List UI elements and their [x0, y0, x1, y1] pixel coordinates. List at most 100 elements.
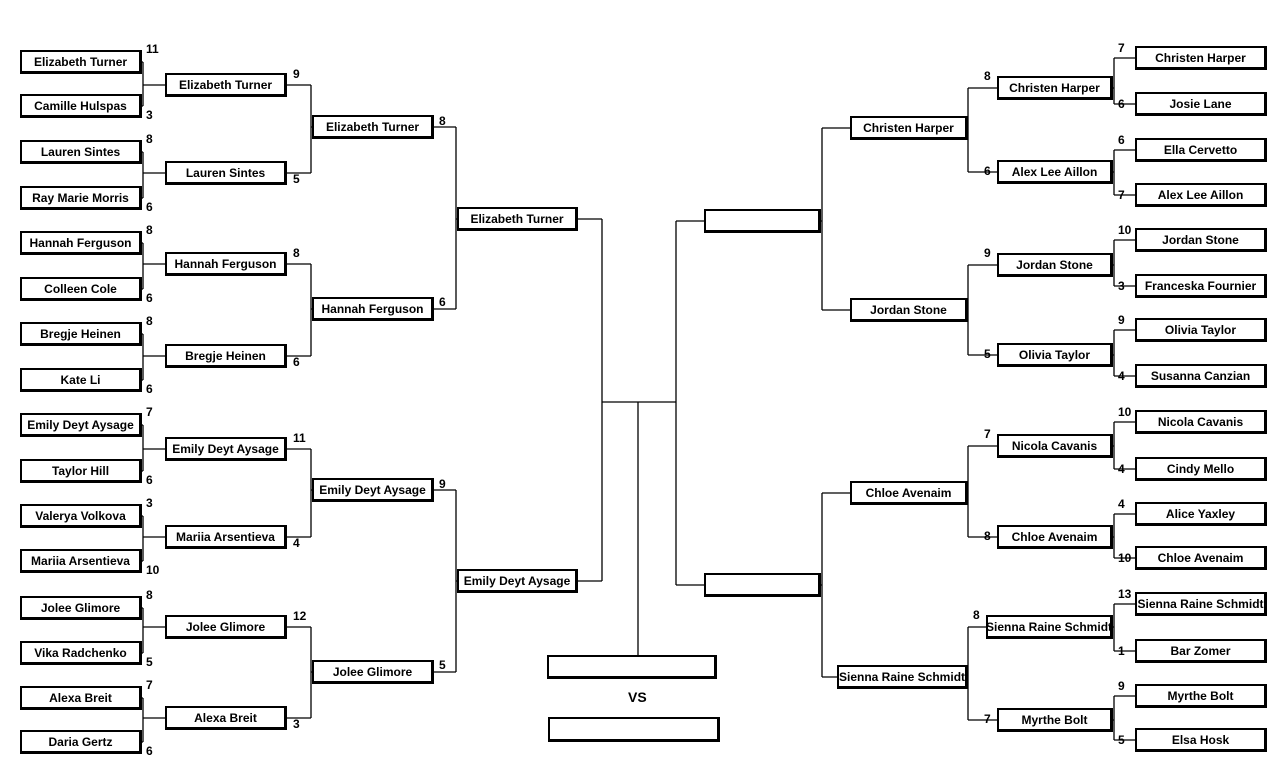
score-label: 10 — [146, 563, 160, 577]
round2-box: Jordan Stone — [997, 253, 1113, 277]
score-label: 9 — [293, 67, 300, 81]
round3-box: Elizabeth Turner — [312, 115, 434, 139]
entrant-box: Alice Yaxley — [1135, 502, 1267, 526]
round2-box: Jolee Glimore — [165, 615, 287, 639]
semifinal-box: Emily Deyt Aysage — [457, 569, 578, 593]
score-label: 8 — [293, 246, 300, 260]
score-label: 12 — [293, 609, 307, 623]
score-label: 4 — [1118, 497, 1125, 511]
entrant-box: Hannah Ferguson — [20, 231, 142, 255]
entrant-box: Lauren Sintes — [20, 140, 142, 164]
score-label: 8 — [146, 588, 153, 602]
entrant-box: Bregje Heinen — [20, 322, 142, 346]
score-label: 9 — [439, 477, 446, 491]
vs-label: VS — [628, 689, 647, 705]
entrant-box: Vika Radchenko — [20, 641, 142, 665]
entrant-box: Nicola Cavanis — [1135, 410, 1267, 434]
entrant-box: Chloe Avenaim — [1135, 546, 1267, 570]
round3-box: Chloe Avenaim — [850, 481, 968, 505]
round2-box: Myrthe Bolt — [997, 708, 1113, 732]
score-label: 8 — [439, 114, 446, 128]
semifinal-box — [704, 209, 821, 233]
score-label: 7 — [1118, 188, 1125, 202]
score-label: 5 — [146, 655, 153, 669]
round3-box: Sienna Raine Schmidt — [837, 665, 968, 689]
score-label: 6 — [984, 164, 991, 178]
entrant-box: Valerya Volkova — [20, 504, 142, 528]
final-top-box — [547, 655, 717, 679]
entrant-box: Alexa Breit — [20, 686, 142, 710]
round2-box: Emily Deyt Aysage — [165, 437, 287, 461]
entrant-box: Sienna Raine Schmidt — [1135, 592, 1267, 616]
score-label: 9 — [1118, 313, 1125, 327]
round2-box: Chloe Avenaim — [997, 525, 1113, 549]
semifinal-box: Elizabeth Turner — [457, 207, 578, 231]
score-label: 11 — [146, 42, 159, 56]
entrant-box: Elizabeth Turner — [20, 50, 142, 74]
round3-box: Christen Harper — [850, 116, 968, 140]
score-label: 5 — [1118, 733, 1125, 747]
score-label: 8 — [973, 608, 980, 622]
entrant-box: Cindy Mello — [1135, 457, 1267, 481]
entrant-box: Emily Deyt Aysage — [20, 413, 142, 437]
entrant-box: Taylor Hill — [20, 459, 142, 483]
score-label: 4 — [1118, 369, 1125, 383]
entrant-box: Colleen Cole — [20, 277, 142, 301]
entrant-box: Susanna Canzian — [1135, 364, 1267, 388]
semifinal-box — [704, 573, 821, 597]
score-label: 6 — [293, 355, 300, 369]
score-label: 9 — [984, 246, 991, 260]
entrant-box: Franceska Fournier — [1135, 274, 1267, 298]
entrant-box: Daria Gertz — [20, 730, 142, 754]
score-label: 8 — [146, 223, 153, 237]
entrant-box: Olivia Taylor — [1135, 318, 1267, 342]
score-label: 3 — [293, 717, 300, 731]
round2-box: Alexa Breit — [165, 706, 287, 730]
entrant-box: Mariia Arsentieva — [20, 549, 142, 573]
score-label: 10 — [1118, 551, 1132, 565]
score-label: 6 — [146, 473, 153, 487]
score-label: 11 — [293, 431, 306, 445]
score-label: 6 — [1118, 133, 1125, 147]
score-label: 7 — [984, 712, 991, 726]
entrant-box: Christen Harper — [1135, 46, 1267, 70]
score-label: 1 — [1118, 644, 1125, 658]
score-label: 6 — [146, 200, 153, 214]
score-label: 10 — [1118, 405, 1132, 419]
entrant-box: Camille Hulspas — [20, 94, 142, 118]
entrant-box: Josie Lane — [1135, 92, 1267, 116]
round2-box: Sienna Raine Schmidt — [986, 615, 1113, 639]
score-label: 5 — [984, 347, 991, 361]
final-bottom-box — [548, 717, 720, 742]
score-label: 8 — [984, 529, 991, 543]
round3-box: Hannah Ferguson — [312, 297, 434, 321]
entrant-box: Myrthe Bolt — [1135, 684, 1267, 708]
score-label: 6 — [146, 744, 153, 758]
score-label: 8 — [146, 132, 153, 146]
score-label: 3 — [146, 496, 153, 510]
entrant-box: Kate Li — [20, 368, 142, 392]
round2-box: Mariia Arsentieva — [165, 525, 287, 549]
round2-box: Elizabeth Turner — [165, 73, 287, 97]
round3-box: Jordan Stone — [850, 298, 968, 322]
score-label: 6 — [146, 382, 153, 396]
round2-box: Olivia Taylor — [997, 343, 1113, 367]
score-label: 5 — [293, 172, 300, 186]
score-label: 7 — [1118, 41, 1125, 55]
score-label: 5 — [439, 658, 446, 672]
score-label: 4 — [293, 536, 300, 550]
score-label: 3 — [1118, 279, 1125, 293]
score-label: 8 — [984, 69, 991, 83]
score-label: 8 — [146, 314, 153, 328]
round2-box: Alex Lee Aillon — [997, 160, 1113, 184]
entrant-box: Ray Marie Morris — [20, 186, 142, 210]
round2-box: Hannah Ferguson — [165, 252, 287, 276]
score-label: 6 — [1118, 97, 1125, 111]
score-label: 10 — [1118, 223, 1132, 237]
score-label: 7 — [984, 427, 991, 441]
entrant-box: Jolee Glimore — [20, 596, 142, 620]
score-label: 6 — [439, 295, 446, 309]
entrant-box: Jordan Stone — [1135, 228, 1267, 252]
score-label: 13 — [1118, 587, 1132, 601]
